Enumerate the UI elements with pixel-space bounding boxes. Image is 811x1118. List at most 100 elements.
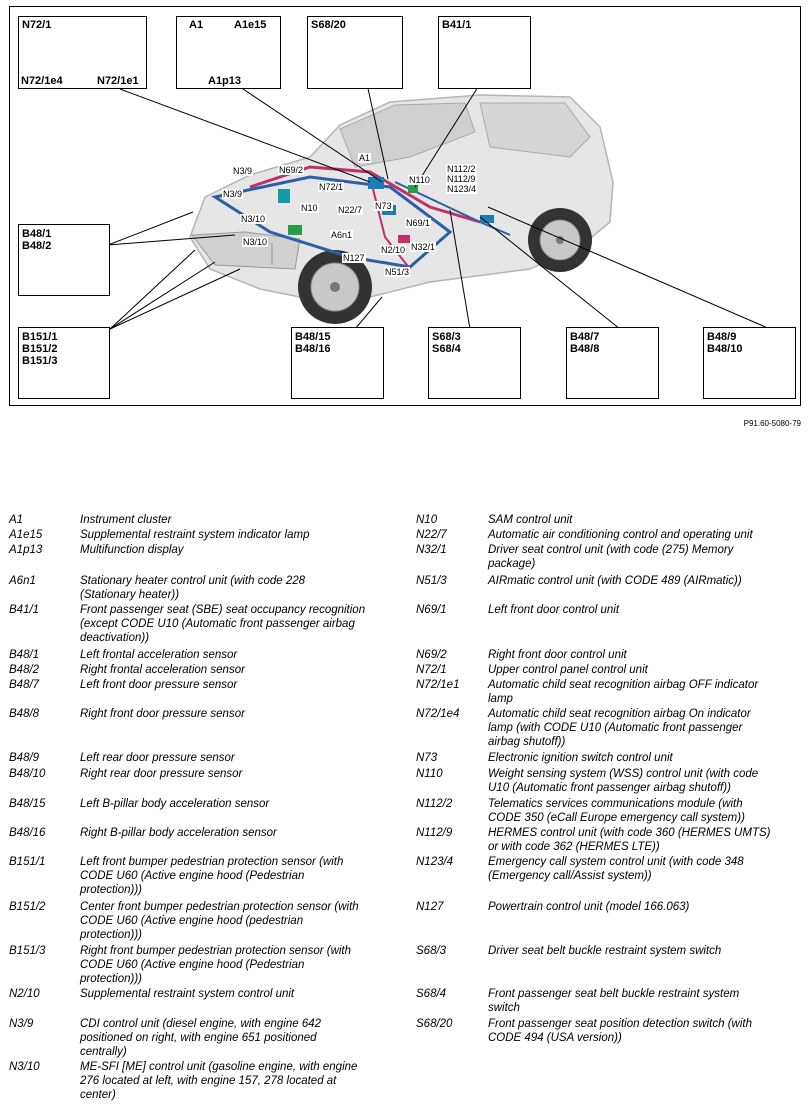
box-label: A1	[189, 19, 204, 31]
box-label: A1p13	[208, 75, 242, 87]
legend-description: Upper control panel control unit	[488, 664, 648, 676]
legend-description: Right front bumper pedestrian protection…	[80, 945, 352, 985]
legend-code: N110	[416, 768, 443, 780]
legend-code: B151/3	[9, 945, 46, 957]
legend-description: Automatic air conditioning control and o…	[488, 529, 753, 541]
callout-label: N22/7	[337, 205, 364, 215]
callout-label: N3/9	[232, 166, 254, 176]
box-b48-7: B48/7 B48/8	[566, 327, 659, 399]
legend-code: N69/2	[416, 649, 447, 661]
callout-label: N112/2 N112/9 N123/4	[446, 164, 478, 194]
legend-description: Front passenger seat (SBE) seat occupanc…	[80, 604, 366, 644]
box-b48-9: B48/9 B48/10	[703, 327, 796, 399]
legend-code: B48/9	[9, 752, 40, 764]
legend-code: A1e15	[9, 529, 43, 541]
legend-code: B48/15	[9, 798, 46, 810]
legend-code: N72/1	[416, 664, 447, 676]
box-n72-1: N72/1 N72/1e4 N72/1e1	[18, 16, 147, 89]
legend-code: B48/7	[9, 679, 40, 691]
box-label: A1e15	[234, 19, 267, 31]
callout-label: N3/10	[242, 237, 269, 247]
box-label: S68/3 S68/4	[432, 331, 461, 355]
box-label: B48/1 B48/2	[22, 228, 52, 252]
legend-code: N3/9	[9, 1018, 34, 1030]
legend-description: AIRmatic control unit (with CODE 489 (AI…	[488, 575, 742, 587]
legend-description: Left front bumper pedestrian protection …	[80, 856, 344, 896]
callout-label: N3/10	[240, 214, 267, 224]
legend-description: Left frontal acceleration sensor	[80, 649, 238, 661]
legend-code: A1p13	[9, 544, 43, 556]
legend-code: N2/10	[9, 988, 40, 1000]
box-label: B41/1	[442, 19, 472, 31]
box-label: N72/1e1	[97, 75, 139, 87]
callout-label: N73	[374, 201, 393, 211]
legend-code: N112/2	[416, 798, 453, 810]
legend-code: B48/8	[9, 708, 40, 720]
box-label: N72/1	[22, 19, 52, 31]
legend-description: Right front door pressure sensor	[80, 708, 245, 720]
legend-code: N73	[416, 752, 438, 764]
callout-label: N110	[408, 175, 431, 185]
legend-code: B151/2	[9, 901, 46, 913]
legend-code: B48/1	[9, 649, 40, 661]
callout-label: N69/1	[405, 218, 432, 228]
legend-code: S68/20	[416, 1018, 453, 1030]
legend-description: Right frontal acceleration sensor	[80, 664, 245, 676]
legend-description: Weight sensing system (WSS) control unit…	[488, 768, 759, 794]
box-label: B48/7 B48/8	[570, 331, 600, 355]
legend-description: Left B-pillar body acceleration sensor	[80, 798, 270, 810]
legend-description: Instrument cluster	[80, 514, 172, 526]
callout-label: N72/1	[318, 182, 345, 192]
legend-description: Emergency call system control unit (with…	[488, 856, 744, 882]
box-s68-20: S68/20	[307, 16, 403, 89]
callout-label: N69/2	[278, 165, 305, 175]
callout-label: A6n1	[330, 230, 354, 240]
vehicle-illustration	[189, 94, 614, 324]
legend-code: N51/3	[416, 575, 447, 587]
callout-label: N2/10	[380, 245, 407, 255]
legend-code: B48/16	[9, 827, 46, 839]
callout-label: N10	[300, 203, 319, 213]
box-b41-1: B41/1	[438, 16, 531, 89]
callout-label: A1	[358, 153, 372, 163]
box-label: B48/9 B48/10	[707, 331, 743, 355]
box-label: B48/15 B48/16	[295, 331, 331, 355]
box-label: S68/20	[311, 19, 346, 31]
diagram-frame: N72/1 N72/1e4 N72/1e1 A1 A1e15 A1p13 S68…	[9, 6, 801, 406]
legend-code: S68/3	[416, 945, 447, 957]
box-s68-3: S68/3 S68/4	[428, 327, 521, 399]
box-b48-1: B48/1 B48/2	[18, 224, 110, 296]
legend-code: S68/4	[416, 988, 447, 1000]
legend-code: B48/2	[9, 664, 40, 676]
legend-code: N22/7	[416, 529, 447, 541]
legend-code: N10	[416, 514, 438, 526]
legend-description: SAM control unit	[488, 514, 573, 526]
legend-description: Supplemental restraint system control un…	[80, 988, 295, 1000]
legend-description: Front passenger seat position detection …	[488, 1018, 752, 1044]
legend-description: Stationary heater control unit (with cod…	[80, 575, 306, 601]
legend-description: Left front door pressure sensor	[80, 679, 238, 691]
legend-description: Automatic child seat recognition airbag …	[488, 679, 759, 705]
legend-description: Electronic ignition switch control unit	[488, 752, 673, 764]
legend-description: HERMES control unit (with code 360 (HERM…	[488, 827, 771, 853]
callout-label: N32/1	[410, 242, 437, 252]
legend-description: Left front door control unit	[488, 604, 620, 616]
legend-code: N123/4	[416, 856, 454, 868]
legend-description: Right front door control unit	[488, 649, 627, 661]
legend-description: Telematics services communications modul…	[488, 798, 745, 824]
box-b151: B151/1 B151/2 B151/3	[18, 327, 110, 399]
legend-code: N112/9	[416, 827, 453, 839]
legend-code: N69/1	[416, 604, 447, 616]
legend-code: N72/1e1	[416, 679, 460, 691]
legend-description: Automatic child seat recognition airbag …	[488, 708, 751, 748]
legend-description: Driver seat belt buckle restraint system…	[488, 945, 722, 957]
legend-code: A1	[9, 514, 24, 526]
legend-code: N127	[416, 901, 444, 913]
callout-label: N127	[342, 253, 366, 263]
box-a1: A1 A1e15 A1p13	[176, 16, 281, 89]
legend-code: N72/1e4	[416, 708, 460, 720]
legend-description: Right rear door pressure sensor	[80, 768, 243, 780]
box-label: N72/1e4	[21, 75, 63, 87]
legend-description: CDI control unit (diesel engine, with en…	[80, 1018, 322, 1058]
leader-lines	[107, 74, 771, 330]
